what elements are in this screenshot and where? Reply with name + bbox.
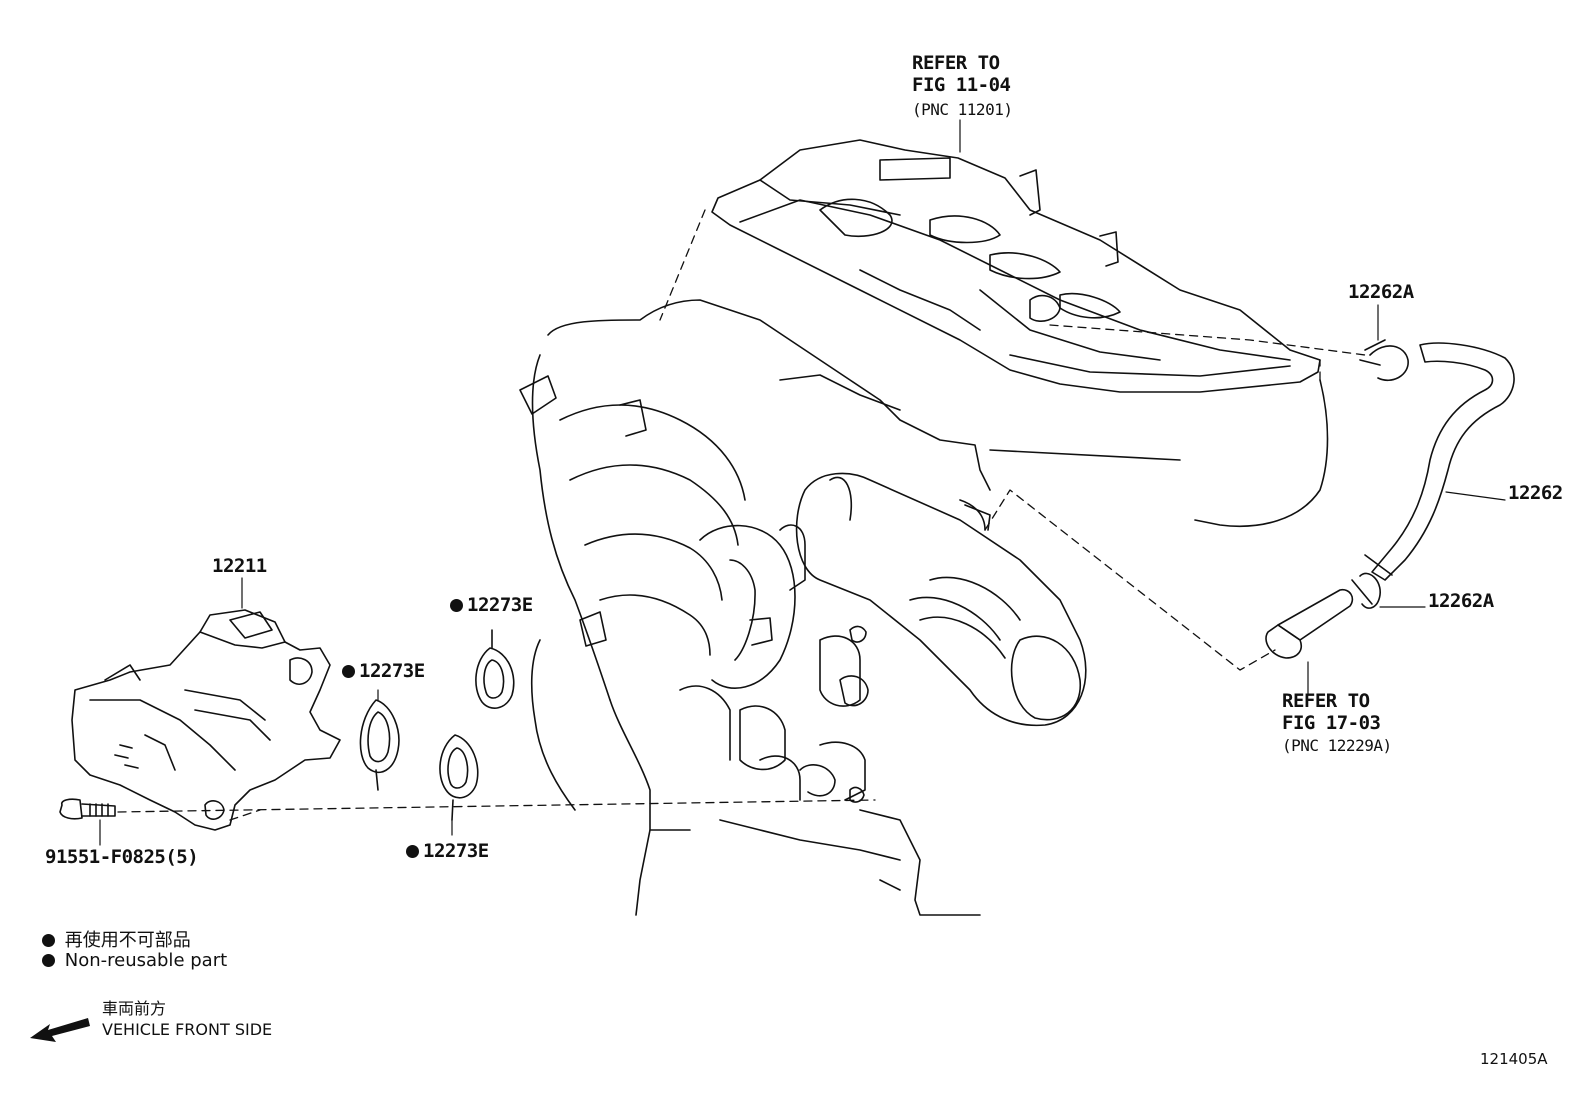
label-bolt: 91551-F0825(5) <box>45 846 199 868</box>
legend-dot <box>42 954 55 967</box>
non-reusable-dot <box>406 845 419 858</box>
gasket-12273E-left <box>359 699 400 791</box>
ref-top-line2: FIG 11-04 <box>912 74 1011 96</box>
non-reusable-dot <box>450 599 463 612</box>
direction-en: VEHICLE FRONT SIDE <box>102 1020 273 1039</box>
gasket-12273E-mid <box>475 629 515 709</box>
ref-right-line3: (PNC 12229A) <box>1282 736 1392 755</box>
clip-12262A-top <box>1359 339 1409 382</box>
legend-dot <box>42 934 55 947</box>
ref-right-line1: REFER TO <box>1282 690 1370 712</box>
label-12273E-mid: 12273E <box>450 594 533 616</box>
label-12262: 12262 <box>1508 482 1563 504</box>
diagram-code: 121405A <box>1480 1050 1548 1068</box>
direction-label: 車両前方 VEHICLE FRONT SIDE <box>102 998 272 1040</box>
pcv-union <box>1265 588 1354 659</box>
ref-top-line3: (PNC 11201) <box>912 100 1013 119</box>
ref-top-line1: REFER TO <box>912 52 1000 74</box>
cylinder-head-cover <box>711 139 1321 393</box>
clip-12262A-bottom <box>1351 572 1381 609</box>
gasket-12273E-bottom <box>439 734 479 821</box>
non-reusable-dot <box>342 665 355 678</box>
oil-separator-12211 <box>71 609 341 831</box>
label-12273E-bottom: 12273E <box>406 840 489 862</box>
engine-block <box>519 299 1329 916</box>
intake-pipe <box>779 472 1087 727</box>
hose-12262 <box>1364 342 1515 581</box>
front-arrow-icon <box>30 1018 90 1042</box>
bolt-91551 <box>59 798 116 820</box>
legend-jp: 再使用不可部品 <box>42 926 191 952</box>
legend-en: Non-reusable part <box>42 950 227 971</box>
label-12273E-left: 12273E <box>342 660 425 682</box>
leader-lines <box>99 119 1506 846</box>
label-12211: 12211 <box>212 555 267 577</box>
direction-jp: 車両前方 <box>102 999 167 1018</box>
ref-right-line2: FIG 17-03 <box>1282 712 1381 734</box>
dashed-lines <box>117 209 1366 821</box>
label-12262A-bottom: 12262A <box>1428 590 1494 612</box>
label-12262A-top: 12262A <box>1348 281 1414 303</box>
